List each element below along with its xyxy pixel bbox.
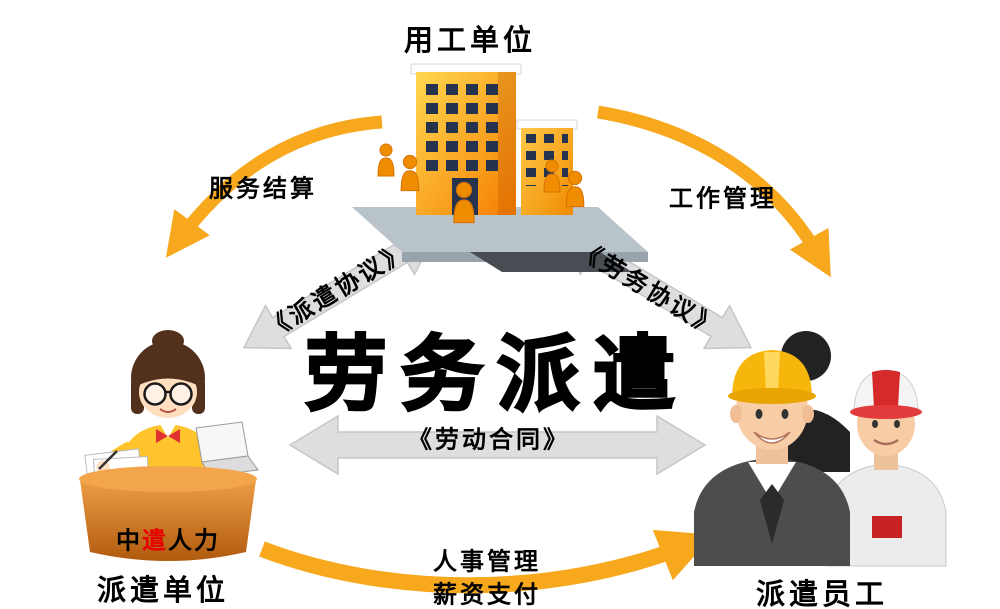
workers-label: 派遣员工 (755, 579, 889, 609)
agency-desk-brand: 中遣人力 (116, 521, 220, 556)
person-figure-icon (377, 143, 395, 177)
labor-contract-arrow (288, 414, 707, 476)
desk-brand-part1: 中 (116, 527, 142, 555)
building-icon (352, 63, 648, 272)
service-settlement-arrow (165, 115, 383, 258)
desk-brand-part2: 遣 (142, 527, 168, 555)
salary-payment-label: 薪资支付 (433, 581, 541, 609)
center-title: 劳务派遣 (304, 328, 690, 422)
hr-management-label: 人事管理 (433, 548, 541, 576)
labor-contract-label: 《劳动合同》 (408, 426, 570, 454)
service-settlement-label: 服务结算 (209, 175, 317, 203)
work-management-arrow (596, 105, 831, 278)
hr-salary-arrow (259, 529, 714, 594)
desk-brand-part3: 人力 (168, 527, 220, 555)
receptionist-desk-icon (79, 330, 259, 561)
construction-workers-icon (694, 331, 947, 567)
work-management-label: 工作管理 (669, 185, 777, 213)
employer-label: 用工单位 (403, 25, 537, 57)
agency-label: 派遣单位 (96, 575, 230, 607)
